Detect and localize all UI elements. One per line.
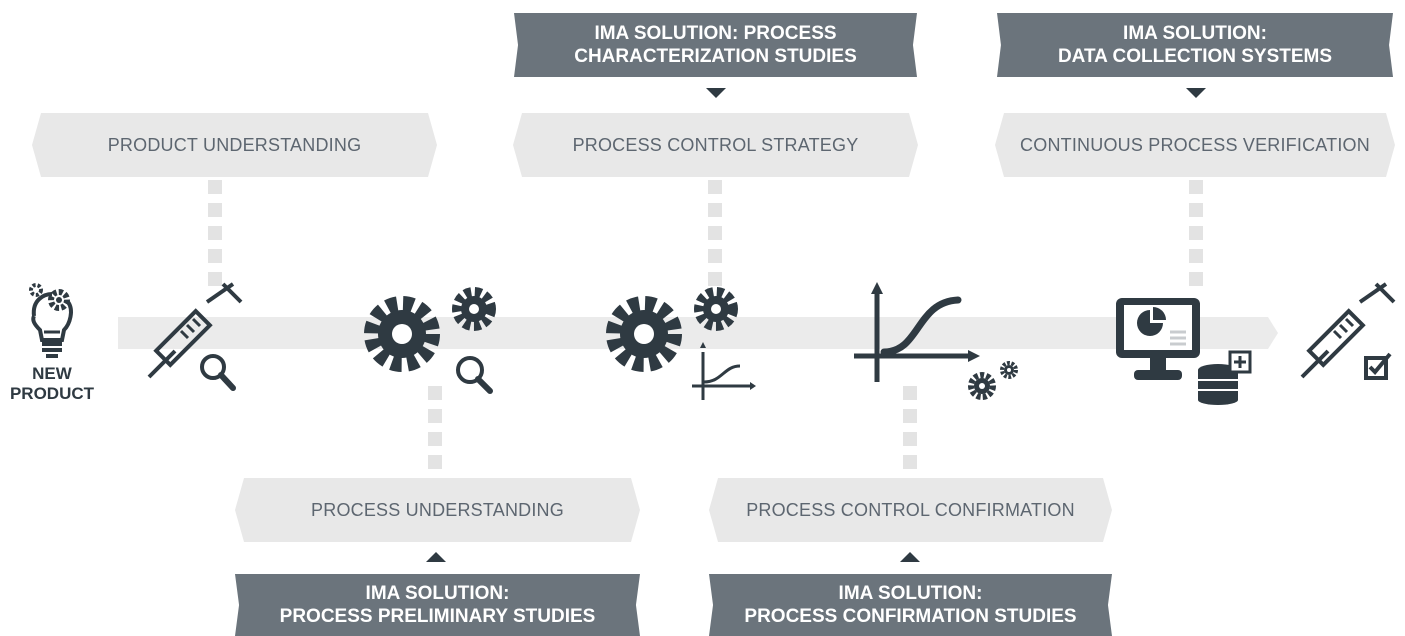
- solution-preliminary-line1: IMA SOLUTION:: [365, 583, 510, 604]
- solution-preliminary-tag: IMA SOLUTION: PROCESS PRELIMINARY STUDIE…: [235, 574, 640, 636]
- stage-product-understanding: PRODUCT UNDERSTANDING: [32, 113, 437, 177]
- connector-top-2: [708, 180, 722, 295]
- lightbulb-gears-icon: [29, 283, 73, 358]
- timeline-bar: [118, 317, 1278, 349]
- stage-process-control-strategy: PROCESS CONTROL STRATEGY: [513, 113, 918, 177]
- stage-continuous-process-verification: CONTINUOUS PROCESS VERIFICATION: [995, 113, 1395, 177]
- solution-data-collection-arrow: [1186, 88, 1206, 98]
- stage-process-control-confirmation-label: PROCESS CONTROL CONFIRMATION: [746, 499, 1075, 520]
- solution-characterization-tag: IMA SOLUTION: PROCESS CHARACTERIZATION S…: [514, 13, 917, 77]
- solution-preliminary-arrow: [426, 552, 446, 562]
- solution-confirmation-line1: IMA SOLUTION:: [838, 583, 983, 604]
- gears-curve-chart-icon: [606, 287, 756, 400]
- stage-process-understanding: PROCESS UNDERSTANDING: [235, 478, 640, 542]
- syringe-magnifier-icon: [147, 282, 243, 391]
- solution-preliminary-line2: PROCESS PRELIMINARY STUDIES: [279, 606, 596, 627]
- monitor-database-icon: [1116, 298, 1252, 405]
- syringe-checkbox-icon: [1300, 282, 1396, 380]
- solution-characterization-arrow: [706, 88, 726, 98]
- solution-confirmation-line2: PROCESS CONFIRMATION STUDIES: [744, 606, 1077, 627]
- connector-top-3: [1189, 180, 1203, 295]
- solution-characterization-line2: CHARACTERIZATION STUDIES: [574, 46, 857, 67]
- connector-bottom-2: [903, 386, 917, 478]
- stage-process-understanding-label: PROCESS UNDERSTANDING: [311, 499, 564, 520]
- solution-data-collection-line2: DATA COLLECTION SYSTEMS: [1057, 46, 1333, 67]
- stage-continuous-process-verification-label: CONTINUOUS PROCESS VERIFICATION: [1020, 134, 1370, 155]
- stage-product-understanding-label: PRODUCT UNDERSTANDING: [107, 134, 362, 155]
- stage-process-control-strategy-label: PROCESS CONTROL STRATEGY: [572, 134, 859, 155]
- solution-characterization-line1: IMA SOLUTION: PROCESS: [594, 23, 837, 44]
- solution-data-collection-tag: IMA SOLUTION: DATA COLLECTION SYSTEMS: [997, 13, 1393, 77]
- solution-confirmation-tag: IMA SOLUTION: PROCESS CONFIRMATION STUDI…: [709, 574, 1112, 636]
- curve-chart-gears-icon: [854, 282, 1018, 400]
- connector-bottom-1: [428, 386, 442, 478]
- solution-data-collection-line1: IMA SOLUTION:: [1123, 23, 1267, 44]
- gears-magnifier-icon: [364, 287, 496, 394]
- new-product-label: NEW PRODUCT: [2, 364, 102, 404]
- new-product-label-line1: NEW: [32, 364, 72, 383]
- solution-confirmation-arrow: [900, 552, 920, 562]
- new-product-label-line2: PRODUCT: [9, 384, 95, 403]
- stage-process-control-confirmation: PROCESS CONTROL CONFIRMATION: [709, 478, 1112, 542]
- connector-top-1: [208, 180, 222, 295]
